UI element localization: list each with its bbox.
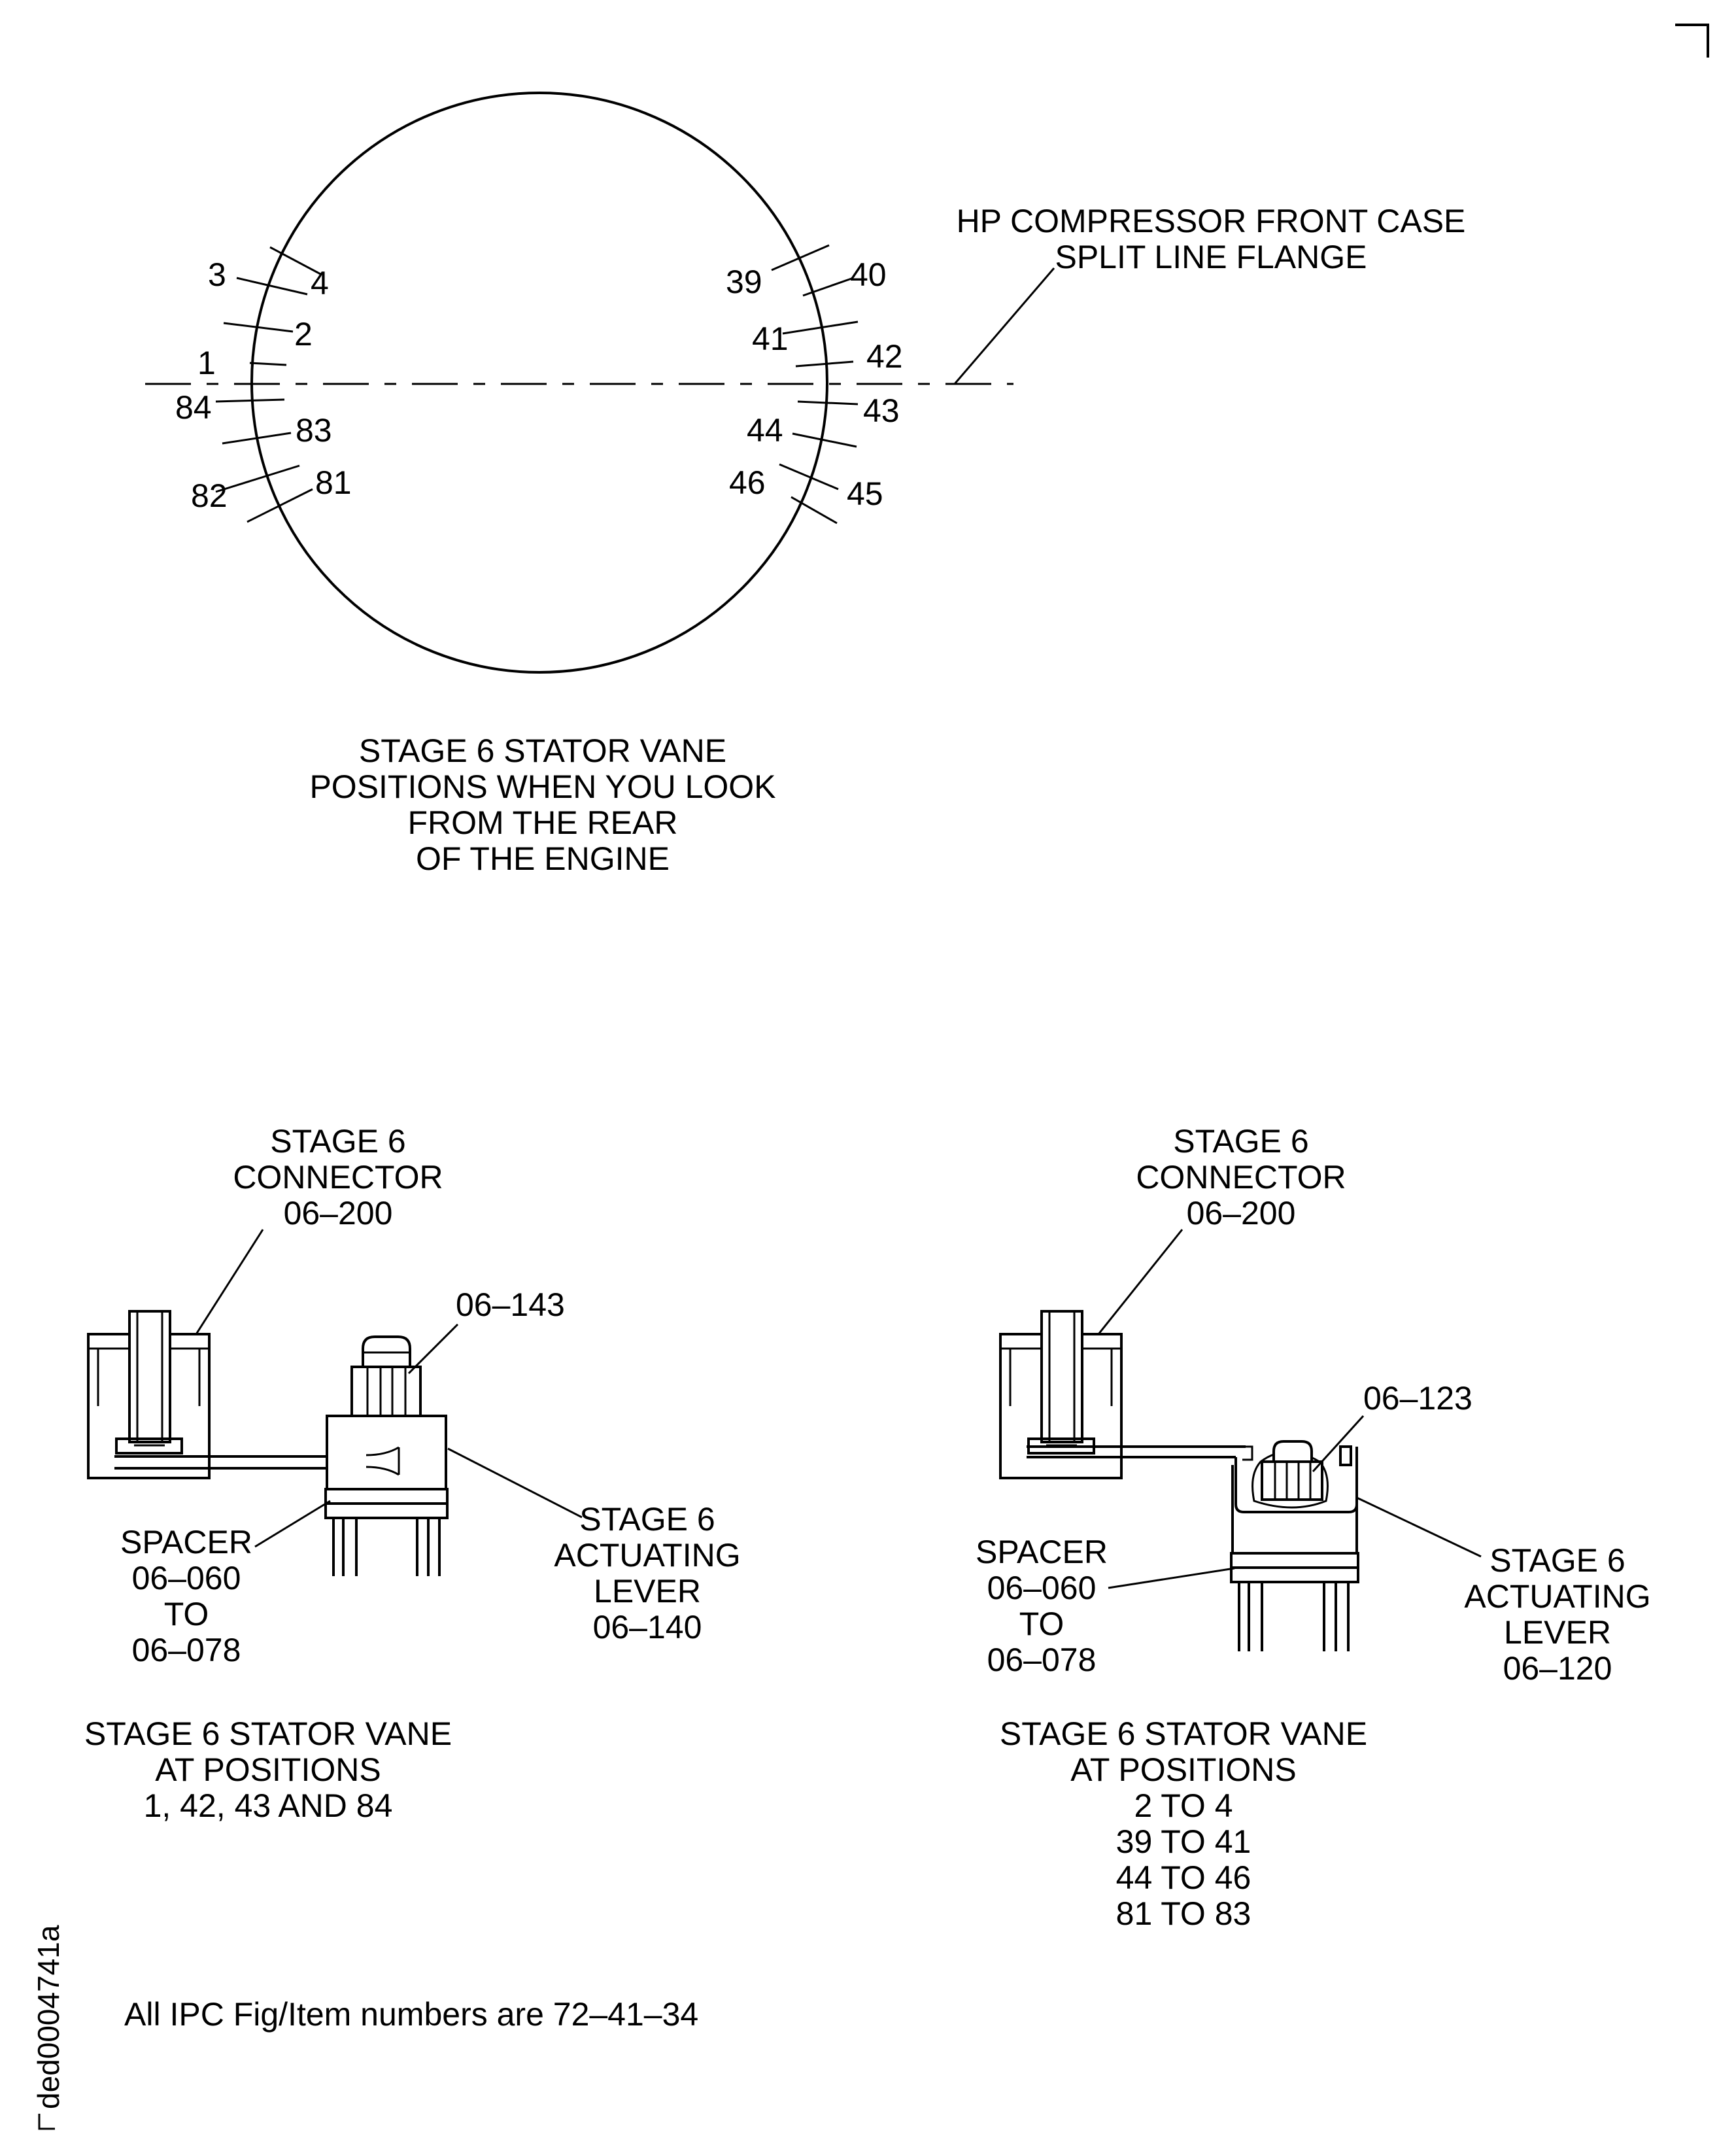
vane-number-46: 46 [729,464,766,501]
right-connector [999,1310,1123,1479]
right-caption: STAGE 6 STATOR VANE AT POSITIONS 2 TO 4 … [1000,1715,1367,1932]
right-lever-label-line-2: ACTUATING [1464,1578,1650,1615]
vane-number-45: 45 [847,475,883,512]
left-vane-ticks [215,246,322,523]
vane-number-81: 81 [315,464,352,501]
vane-number-40: 40 [850,256,887,293]
right-spacer-label-line-1: SPACER [976,1534,1108,1570]
vane-number-41: 41 [752,320,789,357]
right-caption-line-6: 81 TO 83 [1116,1895,1251,1932]
right-spacer-label: SPACER 06–060 TO 06–078 [976,1534,1108,1678]
left-caption: STAGE 6 STATOR VANE AT POSITIONS 1, 42, … [84,1715,452,1824]
figure-id-mark [38,2114,55,2130]
right-vane-ticks [771,244,859,525]
left-spacer-label-line-1: SPACER [120,1524,252,1560]
vane-number-44: 44 [747,412,783,449]
right-spacer-label-line-2: 06–060 [987,1570,1097,1606]
vane-number-83: 83 [296,412,332,449]
left-lever-leader [447,1447,583,1519]
left-caption-line-3: 1, 42, 43 AND 84 [144,1787,393,1824]
vane-number-3: 3 [208,256,226,293]
right-lever-label-line-1: STAGE 6 [1489,1542,1625,1579]
vane-number-82: 82 [191,477,228,514]
vane-position-circle: 3 4 2 1 84 83 81 82 39 40 41 42 43 44 46… [145,92,1466,877]
left-connector-label-line-1: STAGE 6 [270,1123,405,1160]
right-caption-line-1: STAGE 6 STATOR VANE [1000,1715,1367,1752]
left-spacer-label-line-3: TO [164,1596,209,1632]
left-lever-label: STAGE 6 ACTUATING LEVER 06–140 [554,1501,740,1645]
left-lever-label-line-3: LEVER [594,1573,701,1609]
flange-label-line-1: HP COMPRESSOR FRONT CASE [957,203,1466,239]
right-nut-leader [1312,1415,1365,1473]
left-connector-label-line-2: CONNECTOR [233,1159,443,1196]
flange-leader [953,267,1055,385]
right-caption-line-5: 44 TO 46 [1116,1859,1251,1896]
vane-number-39: 39 [726,264,762,300]
right-spacer-label-line-3: TO [1019,1606,1064,1642]
vane-number-1: 1 [197,345,216,381]
vane-number-43: 43 [863,392,900,429]
left-caption-line-2: AT POSITIONS [155,1751,381,1788]
right-spacer-label-line-4: 06–078 [987,1642,1097,1678]
right-lever-leader [1356,1496,1482,1558]
right-nut-label: 06–123 [1363,1380,1472,1417]
left-nut-leader [407,1323,459,1375]
left-spacer-leader [254,1500,331,1548]
left-caption-line-1: STAGE 6 STATOR VANE [84,1715,452,1752]
vane-number-42: 42 [866,338,903,375]
left-connector-leader [195,1229,264,1335]
left-actuating-lever [324,1335,449,1576]
right-caption-line-2: AT POSITIONS [1070,1751,1296,1788]
left-nut-label: 06–143 [456,1286,565,1323]
vane-number-84: 84 [175,389,212,426]
compressor-case-circle [250,92,828,674]
right-lever-label-line-4: 06–120 [1503,1650,1612,1687]
crop-mark [1675,24,1709,58]
flange-label-line-2: SPLIT LINE FLANGE [1055,239,1367,275]
left-spacer-label: SPACER 06–060 TO 06–078 [120,1524,252,1668]
left-connector-label-line-3: 06–200 [284,1195,393,1231]
ipc-note: All IPC Fig/Item numbers are 72–41–34 [124,1996,698,2033]
circle-caption-line-4: OF THE ENGINE [416,840,670,877]
left-spacer-label-line-4: 06–078 [132,1632,241,1668]
left-assembly-view: STAGE 6 CONNECTOR 06–200 06–143 SPACER 0… [84,1123,741,1824]
left-lever-label-line-2: ACTUATING [554,1537,740,1574]
circle-caption-line-3: FROM THE REAR [408,804,678,841]
circle-caption-line-1: STAGE 6 STATOR VANE [359,732,726,769]
right-connector-label-line-1: STAGE 6 [1173,1123,1308,1160]
figure-id: ded0004741a [31,1925,65,2109]
circle-caption: STAGE 6 STATOR VANE POSITIONS WHEN YOU L… [309,732,775,877]
right-connector-label: STAGE 6 CONNECTOR 06–200 [1136,1123,1346,1231]
vane-number-4: 4 [311,265,329,301]
right-actuating-lever [1230,1440,1359,1651]
right-assembly-view: STAGE 6 CONNECTOR 06–200 06–123 SPACER 0… [976,1123,1651,1932]
right-lever-label: STAGE 6 ACTUATING LEVER 06–120 [1464,1542,1650,1687]
right-spacer-leader [1108,1567,1235,1589]
circle-caption-line-2: POSITIONS WHEN YOU LOOK [309,768,775,805]
right-caption-line-4: 39 TO 41 [1116,1823,1251,1860]
vane-number-2: 2 [294,316,313,353]
right-connector-label-line-3: 06–200 [1187,1195,1296,1231]
left-connector [87,1310,211,1479]
left-lever-label-line-4: 06–140 [593,1609,702,1645]
right-connector-label-line-2: CONNECTOR [1136,1159,1346,1196]
right-lever-label-line-3: LEVER [1504,1614,1611,1651]
flange-label: HP COMPRESSOR FRONT CASE SPLIT LINE FLAN… [957,203,1466,275]
left-lever-label-line-1: STAGE 6 [579,1501,715,1538]
left-spacer-label-line-2: 06–060 [132,1560,241,1596]
left-connector-label: STAGE 6 CONNECTOR 06–200 [233,1123,443,1231]
right-connector-leader [1097,1229,1183,1335]
right-caption-line-3: 2 TO 4 [1134,1787,1233,1824]
